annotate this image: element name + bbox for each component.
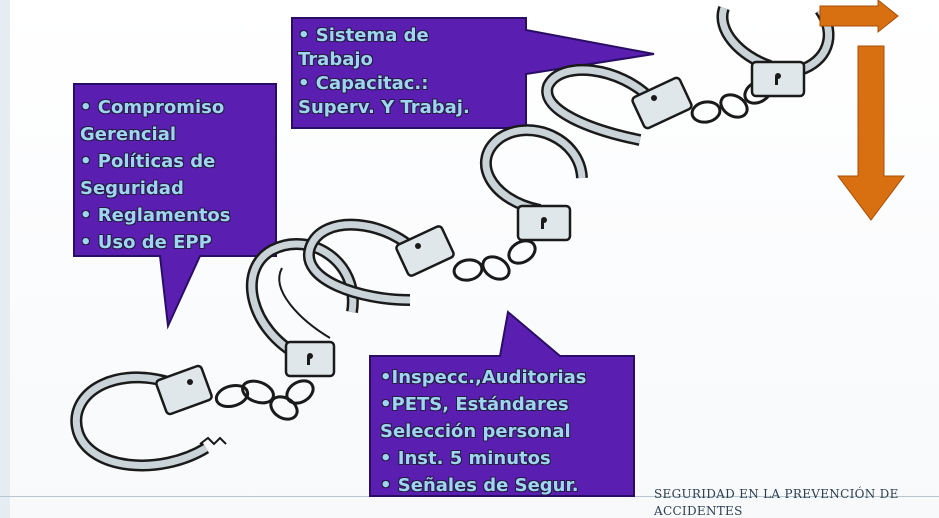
handcuff-5 [541,63,693,146]
callout-top-text: • Sistema de Trabajo • Capacitac.: Super… [298,25,470,118]
handcuff-4 [479,124,588,242]
slide-left-rail [0,0,10,518]
callout-left-shape [73,83,277,330]
handcuff-chain-illustration [70,5,835,472]
callout-top-shape [291,17,655,129]
callout-bottom-shape [369,310,635,497]
callout-left-text: • Compromiso Gerencial • Políticas de Se… [80,97,231,253]
handcuff-1 [70,364,227,472]
handcuff-3 [302,218,455,306]
handcuff-2 [245,238,359,378]
callout-bottom-text: •Inspecc.,Auditorias •PETS, Estándares S… [380,367,587,496]
slide-footer-title: SEGURIDAD EN LA PREVENCIÓN DE ACCIDENTES [654,487,899,518]
handcuff-6 [716,5,835,98]
orange-arrow-icon [819,0,905,221]
